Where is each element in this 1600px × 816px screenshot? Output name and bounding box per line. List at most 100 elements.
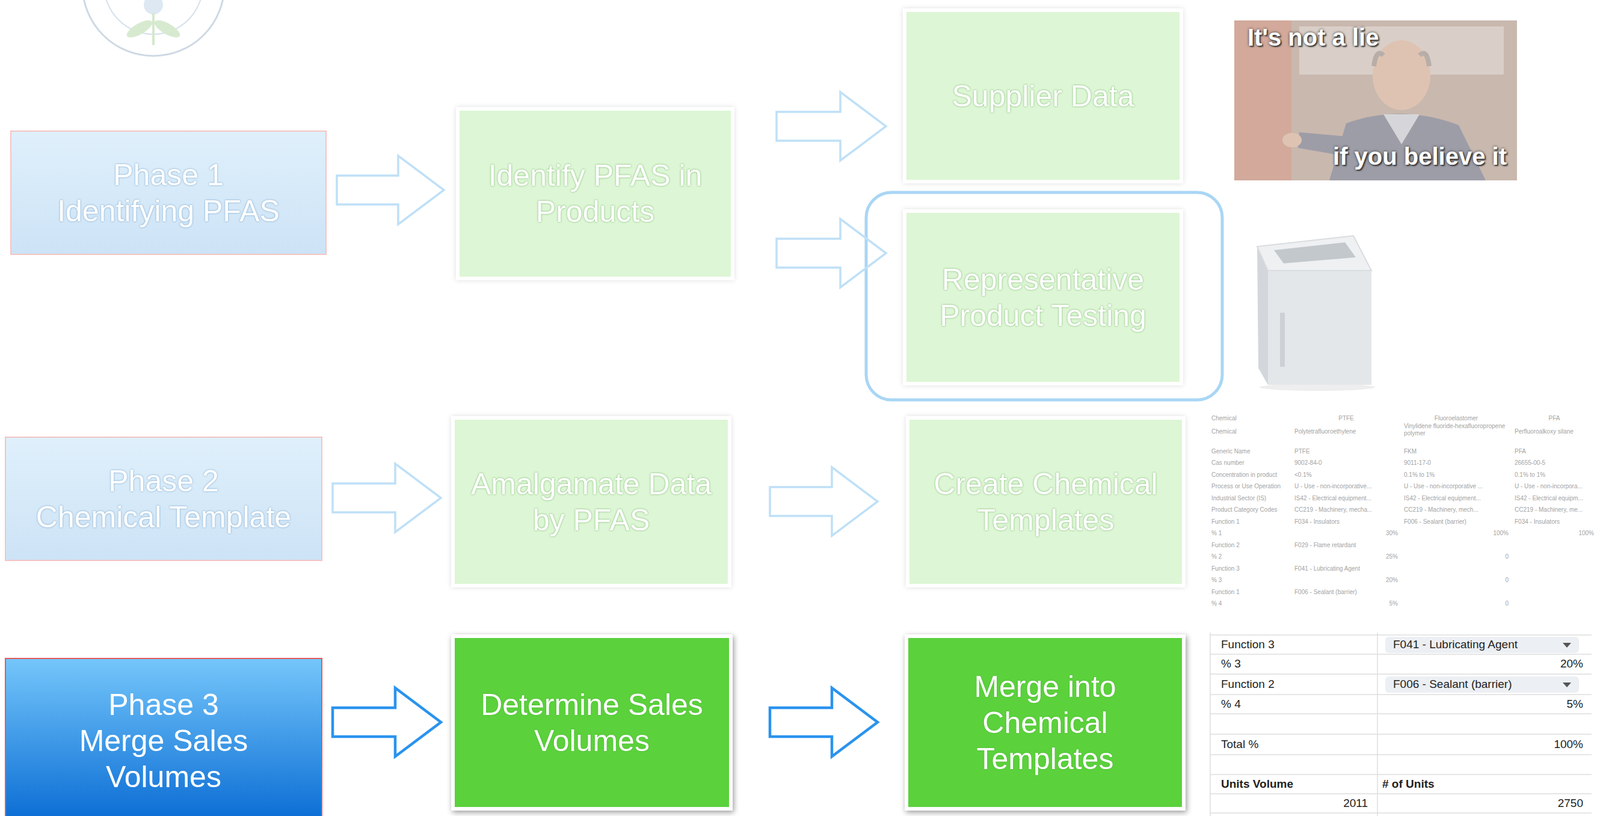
table-cell: 2750 bbox=[1450, 796, 1584, 811]
table-cell: 9011-17-0 bbox=[1403, 459, 1509, 467]
step-label: Identify PFAS in Products bbox=[467, 157, 723, 230]
logo-ring bbox=[82, 0, 225, 56]
meme-photo bbox=[1234, 20, 1517, 181]
phase-label: Identifying PFAS bbox=[57, 193, 280, 230]
photo-ground bbox=[1234, 20, 1517, 181]
table-cell: CC219 - Machinery, mecha... bbox=[1294, 506, 1398, 514]
table-cell: Vinylidene fluoride-hexafluoropropene po… bbox=[1403, 422, 1509, 438]
instrument-lid bbox=[1257, 235, 1372, 271]
node-body: Representative Product Testing bbox=[906, 212, 1180, 382]
grid-line bbox=[1210, 793, 1592, 795]
node-body: Merge into Chemical Templates bbox=[908, 638, 1182, 808]
node-body: Create Chemical Templates bbox=[909, 419, 1182, 585]
table-cell: Function 2 bbox=[1211, 541, 1289, 550]
grid-line bbox=[1376, 632, 1379, 816]
table-cell: % 1 bbox=[1211, 529, 1289, 538]
grid-line bbox=[1210, 733, 1592, 736]
logo-flower bbox=[143, 0, 164, 15]
meme-caption: It's not a lie bbox=[1247, 24, 1379, 51]
table-cell: PTFE bbox=[1294, 448, 1398, 456]
phase-label: Phase 3 bbox=[108, 686, 219, 724]
table-cell: Function 3 bbox=[1211, 565, 1289, 573]
photo-head bbox=[1372, 40, 1431, 111]
step-label: Determine Sales Volumes bbox=[463, 686, 721, 760]
table-cell: Process or Use Operation bbox=[1211, 483, 1289, 491]
meme-caption: if you believe it bbox=[1299, 143, 1507, 170]
table-cell: % 3 bbox=[1211, 576, 1289, 585]
logo-stem bbox=[152, 13, 155, 46]
table-cell: U - Use - non-incorporative... bbox=[1294, 483, 1398, 491]
table-cell: % 4 bbox=[1211, 600, 1289, 608]
process-box: Determine Sales Volumes bbox=[451, 634, 733, 811]
dropdown-arrow bbox=[1562, 643, 1572, 648]
table-cell: PFA bbox=[1514, 448, 1594, 456]
process-box: Identify PFAS in Products bbox=[455, 107, 735, 281]
table-cell: FKM bbox=[1403, 448, 1509, 456]
table-cell: 100% bbox=[1514, 529, 1594, 538]
table-cell: IS42 - Electrical equipment... bbox=[1403, 495, 1509, 503]
step-label: Merge into Chemical Templates bbox=[916, 668, 1174, 778]
table-cell: Perfluoroalkoxy silane bbox=[1514, 428, 1594, 436]
logo-leaf bbox=[152, 16, 183, 41]
photo-shirt bbox=[1383, 114, 1420, 145]
table-cell: F041 - Lubricating Agent bbox=[1393, 638, 1588, 652]
grid-line bbox=[1210, 634, 1592, 636]
phase-box: Phase 2Chemical Template bbox=[4, 436, 323, 562]
table-cell: 30% bbox=[1294, 529, 1398, 538]
step-label: Supplier Data bbox=[952, 78, 1135, 115]
grid-line bbox=[1209, 632, 1211, 816]
table-cell: 0 bbox=[1403, 576, 1509, 585]
block-arrow bbox=[776, 218, 887, 288]
column-header: Fluoroelastomer bbox=[1403, 415, 1509, 423]
process-box: Amalgamate Data by PFAS bbox=[451, 416, 732, 588]
table-cell: Function 1 bbox=[1211, 518, 1289, 526]
grid-line bbox=[1210, 694, 1592, 696]
grid-line bbox=[1210, 713, 1592, 715]
table-cell: F029 - Flame retardant bbox=[1294, 541, 1398, 550]
table-cell: IS42 - Electrical equipm... bbox=[1514, 495, 1594, 503]
table-cell: Total % bbox=[1221, 738, 1374, 752]
column-header: PFA bbox=[1514, 415, 1594, 423]
grid-line bbox=[1210, 774, 1592, 776]
table-cell: Polytetrafluoroethylene bbox=[1294, 428, 1398, 436]
photo-hair bbox=[1373, 53, 1430, 67]
table-cell: 26655-00-5 bbox=[1514, 459, 1594, 467]
phase-label: Chemical Template bbox=[36, 499, 292, 536]
grid-line bbox=[1210, 653, 1592, 656]
process-box: Representative Product Testing bbox=[902, 209, 1184, 386]
node-body: Phase 2Chemical Template bbox=[6, 437, 322, 560]
table-cell: % 3 bbox=[1221, 657, 1374, 671]
table-cell: F034 - Insulators bbox=[1514, 518, 1594, 526]
table-cell: F006 - Sealant (barrier) bbox=[1294, 588, 1398, 597]
table-cell: Cas number bbox=[1211, 459, 1289, 467]
photo-hand bbox=[1282, 132, 1302, 148]
table-cell: Chemical bbox=[1211, 428, 1289, 436]
node-body: Phase 3Merge Sales Volumes bbox=[6, 659, 322, 816]
process-box: Supplier Data bbox=[902, 8, 1184, 184]
table-cell: 5% bbox=[1294, 600, 1398, 608]
table-cell: 0.1% to 1% bbox=[1403, 471, 1509, 479]
table-cell: % 2 bbox=[1211, 553, 1289, 561]
table-cell: 9002-84-0 bbox=[1294, 459, 1398, 467]
table-cell: Function 1 bbox=[1211, 588, 1289, 597]
table-cell: CC219 - Machinery, me... bbox=[1514, 506, 1594, 514]
node-body: Phase 1Identifying PFAS bbox=[11, 131, 326, 254]
process-box: Create Chemical Templates bbox=[905, 416, 1186, 588]
table-cell: 20% bbox=[1294, 576, 1398, 585]
instrument-picture bbox=[1257, 235, 1376, 391]
table-cell: 100% bbox=[1450, 738, 1584, 752]
phase-label: Phase 1 bbox=[113, 156, 224, 194]
step-label: Create Chemical Templates bbox=[917, 466, 1174, 539]
table-cell: Units Volume bbox=[1221, 777, 1374, 791]
block-arrow bbox=[769, 467, 878, 536]
table-cell: 0 bbox=[1403, 600, 1509, 608]
table-cell: 25% bbox=[1294, 553, 1398, 561]
table-cell: # of Units bbox=[1382, 777, 1588, 791]
table-cell: U - Use - non-incorpora... bbox=[1514, 483, 1594, 491]
phase-box: Phase 3Merge Sales Volumes bbox=[4, 658, 323, 816]
block-arrow bbox=[776, 92, 887, 161]
table-cell: Product Category Codes bbox=[1211, 506, 1289, 514]
step-label: Amalgamate Data by PFAS bbox=[463, 466, 720, 539]
table-cell: Chemical bbox=[1211, 415, 1289, 423]
block-arrow bbox=[769, 688, 878, 757]
